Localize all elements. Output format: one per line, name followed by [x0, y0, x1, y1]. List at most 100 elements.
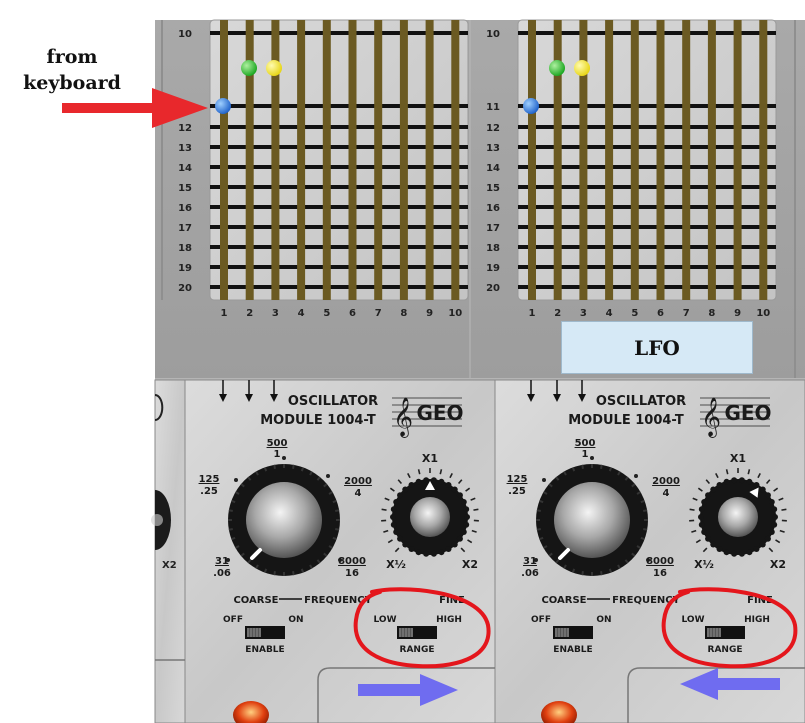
coarse-scale-31: 31 [215, 556, 229, 567]
patch-peg-blue-right[interactable] [523, 98, 539, 114]
partial-x2-label: X2 [162, 560, 177, 571]
matrix-column-bar [271, 20, 280, 300]
matrix-row-label: 20 [178, 283, 192, 294]
oscillator-module-right [494, 379, 805, 723]
matrix-column-bar [399, 20, 408, 300]
module-title-line1: OSCILLATOR [596, 394, 686, 409]
matrix-col-label: 2 [246, 308, 253, 319]
frequency-label: FREQUENCY [612, 595, 681, 606]
matrix-row-label: 14 [486, 163, 500, 174]
lfo-label-box: LFO [561, 321, 753, 374]
matrix-row-label: 20 [486, 283, 500, 294]
range-switch[interactable] [397, 626, 437, 639]
matrix-column-bar [245, 20, 254, 300]
matrix-row-line [210, 165, 468, 169]
coarse-scale-8000: 8000 [338, 556, 366, 567]
matrix-row-line [210, 125, 468, 129]
matrix-row-line [210, 245, 468, 249]
enable-switch[interactable] [245, 626, 285, 639]
fine-scale-xhalf: X½ [386, 558, 406, 571]
coarse-frequency-knob[interactable] [228, 464, 340, 576]
coarse-scale-500-sub: 1 [274, 449, 281, 460]
matrix-col-label: 8 [708, 308, 715, 319]
from-keyboard-label: from keyboard [12, 44, 132, 96]
matrix-col-label: 1 [529, 308, 536, 319]
matrix-row-line [518, 225, 776, 229]
logo-text: GEO [724, 401, 771, 425]
patch-peg-yellow-left[interactable] [266, 60, 282, 76]
matrix-row-label: 17 [178, 223, 192, 234]
blue-arrow-left [680, 668, 780, 700]
patch-peg-green-right[interactable] [549, 60, 565, 76]
matrix-column-bar [605, 20, 614, 300]
coarse-frequency-knob[interactable] [536, 464, 648, 576]
coarse-scale-2000-sub: 4 [663, 488, 670, 499]
patch-peg-blue-left[interactable] [215, 98, 231, 114]
patch-peg-yellow-right[interactable] [574, 60, 590, 76]
matrix-row-label: 13 [486, 143, 500, 154]
matrix-row-line [518, 285, 776, 289]
range-high-label: HIGH [436, 615, 462, 625]
enable-off-label: OFF [223, 615, 243, 625]
matrix-column-bar [425, 20, 434, 300]
matrix-col-label: 8 [400, 308, 407, 319]
matrix-row-line [210, 31, 468, 35]
matrix-column-bar [348, 20, 357, 300]
matrix-row-line [210, 265, 468, 269]
range-label: RANGE [400, 645, 435, 655]
range-switch[interactable] [705, 626, 745, 639]
matrix-col-label: 6 [657, 308, 664, 319]
matrix-row-line [518, 205, 776, 209]
geo-logo: 𝄞GEO [392, 397, 464, 438]
coarse-scale-2000: 2000 [344, 476, 372, 487]
matrix-row-label: 10 [178, 29, 192, 40]
logo-text: GEO [416, 401, 463, 425]
matrix-col-label: 10 [756, 308, 770, 319]
matrix-column-bar [733, 20, 742, 300]
input-jack-arrow [270, 394, 278, 402]
frequency-label: FREQUENCY [304, 595, 373, 606]
lfo-label: LFO [634, 335, 680, 360]
enable-on-label: ON [596, 615, 611, 625]
range-low-label: LOW [374, 615, 397, 625]
coarse-scale-125: 125 [507, 474, 528, 485]
range-high-label: HIGH [744, 615, 770, 625]
matrix-row-line [518, 165, 776, 169]
matrix-row-line [210, 185, 468, 189]
fine-scale-x1: X1 [422, 452, 438, 465]
matrix-col-label: 1 [221, 308, 228, 319]
matrix-row-line [518, 31, 776, 35]
matrix-column-bar [759, 20, 768, 300]
fine-tune-knob[interactable] [698, 477, 778, 557]
matrix-row-line [518, 125, 776, 129]
matrix-row-label: 19 [486, 263, 500, 274]
matrix-col-label: 9 [426, 308, 433, 319]
patch-matrix-left[interactable] [209, 19, 469, 301]
coarse-scale-125: 125 [199, 474, 220, 485]
matrix-row-label: 11 [486, 102, 500, 113]
coarse-scale-31: 31 [523, 556, 537, 567]
matrix-row-label: 15 [486, 183, 500, 194]
patch-matrix-right[interactable] [517, 19, 777, 301]
matrix-row-label: 12 [486, 123, 500, 134]
patch-peg-green-left[interactable] [241, 60, 257, 76]
matrix-row-label: 18 [486, 243, 500, 254]
fine-tune-knob[interactable] [390, 477, 470, 557]
matrix-col-label: 6 [349, 308, 356, 319]
matrix-column-bar [630, 20, 639, 300]
matrix-col-label: 5 [323, 308, 330, 319]
enable-switch[interactable] [553, 626, 593, 639]
matrix-row-line [518, 245, 776, 249]
enable-off-label: OFF [531, 615, 551, 625]
range-low-label: LOW [682, 615, 705, 625]
highlight-circle-right [661, 587, 798, 669]
geo-logo: 𝄞GEO [700, 397, 772, 438]
fine-scale-x2: X2 [770, 558, 786, 571]
treble-clef-icon: 𝄞 [393, 397, 413, 438]
